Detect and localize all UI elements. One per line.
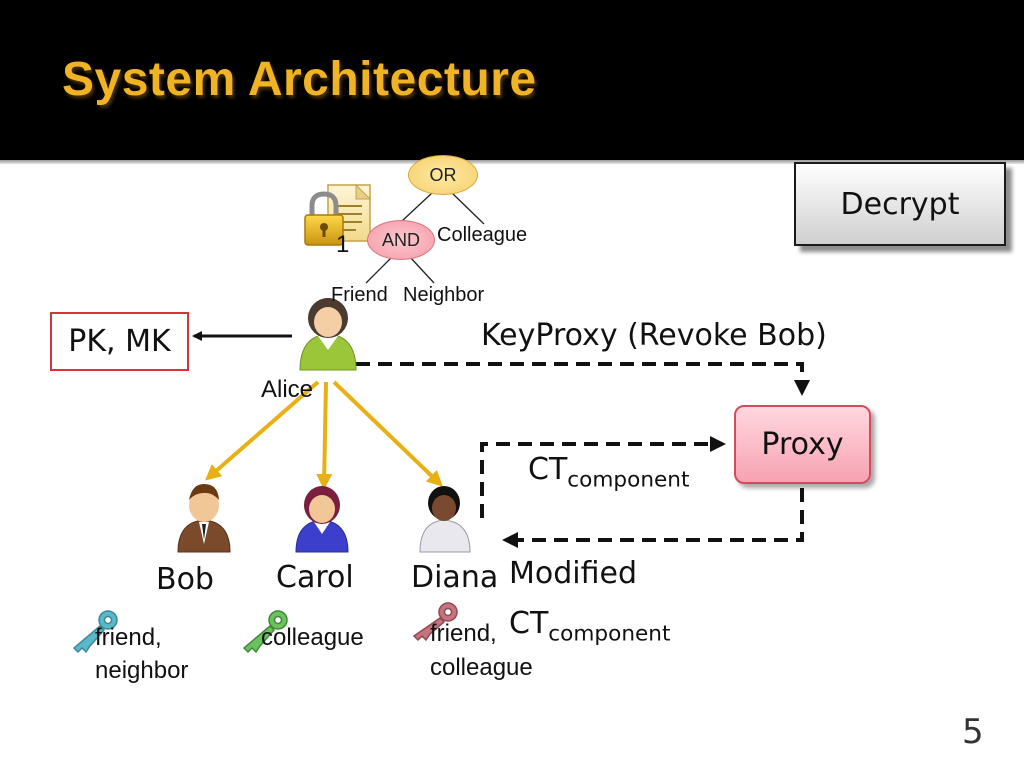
- keyproxy-label: KeyProxy (Revoke Bob): [481, 318, 827, 353]
- colleague-leaf-label: Colleague: [437, 224, 528, 246]
- alice-label: Alice: [261, 376, 314, 403]
- ct-sub-text: component: [567, 467, 690, 493]
- friend-leaf-label: Friend: [331, 284, 388, 306]
- decrypt-button[interactable]: Decrypt: [794, 162, 1006, 246]
- pk-mk-box: PK, MK: [50, 312, 189, 371]
- key-distribution-arrows: [204, 380, 443, 490]
- carol-key-label: colleague: [261, 624, 364, 651]
- carol-avatar-icon: [295, 486, 349, 553]
- or-node: OR: [408, 155, 478, 195]
- modified-ct-main-text: CT: [509, 606, 549, 641]
- policy-tree-edges: [365, 192, 485, 284]
- locked-document-icon: [304, 183, 372, 246]
- diana-label: Diana: [411, 560, 499, 595]
- slide-number: 5: [962, 712, 984, 752]
- modified-label: Modified: [509, 556, 638, 591]
- title-bar: [0, 0, 1024, 160]
- ct-component-label: CTcomponent: [528, 452, 689, 493]
- and-node: AND: [367, 220, 435, 260]
- bob-key-icon: [72, 610, 118, 654]
- diana-key-label-line1: friend,: [430, 620, 497, 647]
- bob-key-label-line1: friend,: [95, 624, 162, 651]
- diana-key-label-line2: colleague: [430, 654, 533, 681]
- modified-ct-label: CTcomponent: [509, 606, 670, 647]
- neighbor-leaf-label: Neighbor: [403, 284, 485, 306]
- bob-avatar-icon: [177, 484, 231, 553]
- diana-avatar-icon: [419, 486, 471, 553]
- proxy-box: Proxy: [734, 405, 871, 484]
- ct-component-flow: [480, 436, 726, 518]
- alice-avatar-icon: [299, 298, 357, 371]
- ct-main-text: CT: [528, 452, 568, 487]
- carol-key-icon: [242, 610, 288, 654]
- bob-key-label-line2: neighbor: [95, 657, 189, 684]
- modified-ct-flow: [502, 488, 804, 548]
- modified-ct-sub-text: component: [548, 621, 671, 647]
- lock-index-label: 1: [336, 231, 350, 258]
- bob-label: Bob: [156, 562, 214, 597]
- diana-key-icon: [412, 602, 458, 642]
- dashed-flows: [356, 362, 810, 548]
- keyproxy-flow: [356, 362, 810, 396]
- title-divider: [0, 160, 1024, 164]
- carol-label: Carol: [276, 560, 354, 595]
- slide-title: System Architecture: [62, 53, 537, 106]
